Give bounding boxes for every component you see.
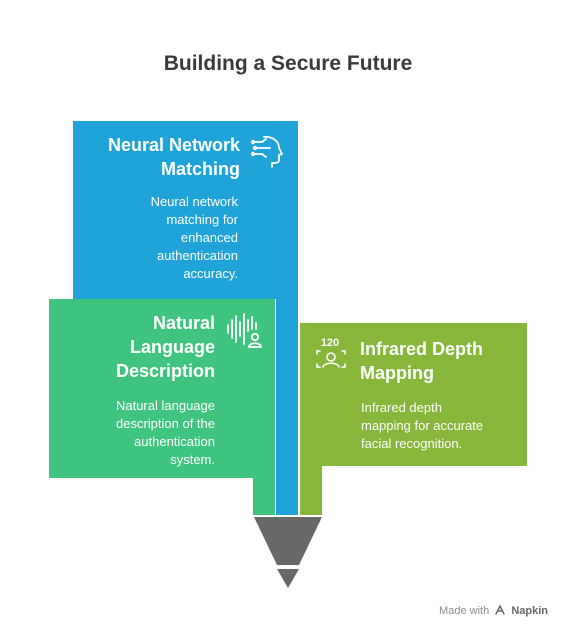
napkin-logo-icon <box>494 604 506 619</box>
face-scan-120-icon: 120 <box>312 335 350 380</box>
icon-label: 120 <box>321 337 339 349</box>
card-desc-line: mapping for accurate <box>361 418 484 433</box>
ai-head-icon <box>250 133 286 174</box>
card-desc-line: authentication <box>157 248 238 263</box>
card-desc-line: system. <box>170 452 215 467</box>
page-title: Building a Secure Future <box>163 52 413 75</box>
funnel-top <box>254 517 322 565</box>
funnel-tip <box>277 569 299 588</box>
card-desc-line: description of the <box>115 416 215 431</box>
card-infrared-depth: 120 Infrared Depth Mapping Infrared dept… <box>300 323 527 466</box>
card-title-line: Infrared Depth <box>360 339 484 359</box>
footer-brand: Napkin <box>511 605 548 617</box>
card-desc-line: Natural language <box>115 398 215 413</box>
card-desc-line: matching for <box>166 212 238 227</box>
footer-prefix: Made with <box>439 605 490 617</box>
card-desc-line: enhanced <box>180 230 238 245</box>
card-neural-network: Neural Network Matching Neural network m… <box>73 121 298 299</box>
blue-connector <box>276 280 298 515</box>
olive-connector <box>300 460 322 515</box>
voice-waveform-icon <box>225 311 263 354</box>
card-desc-line: accuracy. <box>183 266 238 281</box>
card-title-line: Mapping <box>360 363 434 383</box>
card-title-line: Matching <box>161 159 240 179</box>
card-desc-line: Infrared depth <box>361 400 442 415</box>
card-desc-line: authentication <box>134 434 215 449</box>
made-with-napkin[interactable]: Made with Napkin <box>439 604 548 619</box>
card-title-line: Natural <box>152 313 215 333</box>
green-connector <box>253 470 275 515</box>
card-title-line: Neural Network <box>107 135 240 155</box>
card-natural-language: Natural Language Description Natural lan… <box>49 299 275 478</box>
card-title-line: Description <box>115 361 215 381</box>
card-desc-line: Neural network <box>150 194 238 209</box>
card-title-line: Language <box>129 337 215 357</box>
card-desc-line: facial recognition. <box>361 436 463 451</box>
